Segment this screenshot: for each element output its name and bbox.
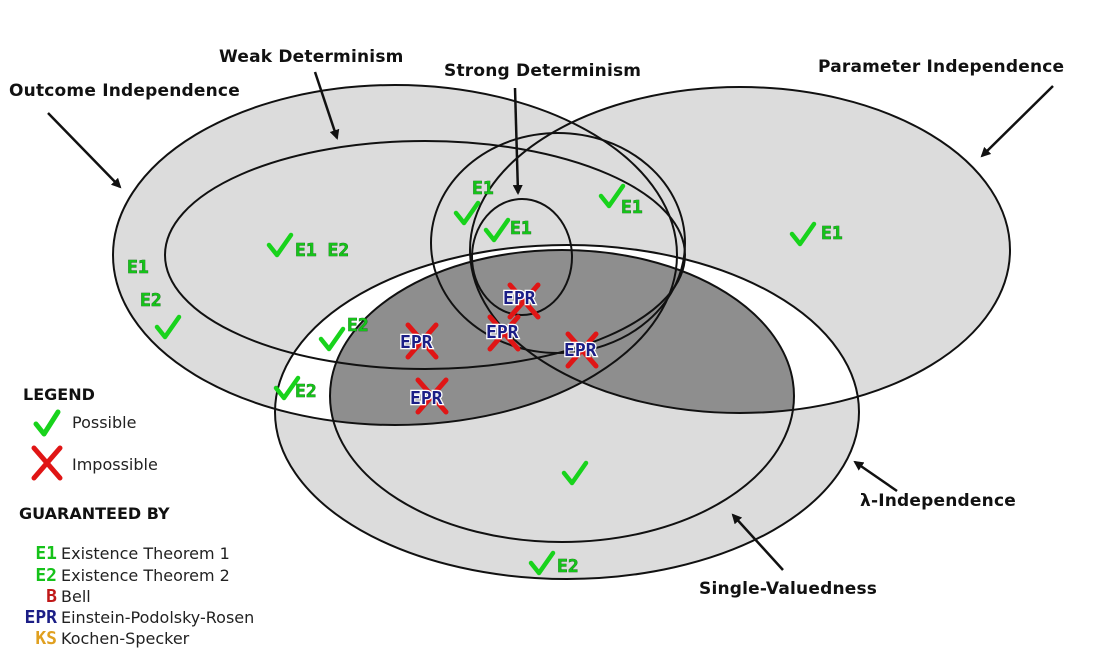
parameter-independence-outline	[469, 86, 1011, 414]
cross-mark-icon	[565, 331, 599, 369]
key-name: Bell	[61, 587, 91, 606]
legend-possible-label: Possible	[72, 413, 136, 432]
possible-marks	[154, 183, 817, 576]
key-name: Einstein-Podolsky-Rosen	[61, 608, 254, 627]
arrow-icon	[313, 71, 340, 140]
tag-e1: E1	[510, 218, 532, 239]
label-lambda-independence: λ-Independence	[860, 491, 1016, 511]
legend-impossible-label: Impossible	[72, 455, 158, 474]
check-mark-icon	[483, 217, 511, 243]
tag-e1-e2: E1 E2	[295, 240, 349, 261]
key-name: Existence Theorem 1	[61, 544, 230, 563]
outcome-independence-outline	[112, 84, 678, 426]
impossible-marks	[405, 282, 599, 415]
tag-e1: E1	[821, 223, 843, 244]
arrow-icon	[731, 513, 784, 571]
label-parameter-independence: Parameter Independence	[818, 57, 1064, 77]
impossible-fill-pi	[470, 250, 794, 413]
tag-e1: E1	[127, 257, 149, 278]
strong-determinism-outline	[471, 198, 573, 316]
arrow-icon	[980, 85, 1054, 158]
green-tags: E1 E2 E1 E2 E1 E1 E1 E1 E2 E2 E2	[127, 178, 843, 578]
guaranteed-by-key: GUARANTEED BY E1 Existence Theorem 1 E2 …	[19, 504, 254, 649]
arrow-icon	[512, 87, 523, 195]
key-name: Existence Theorem 2	[61, 566, 230, 585]
region-outlines	[112, 84, 1011, 580]
check-mark-icon	[33, 409, 61, 437]
tag-epr: EPR	[400, 332, 433, 353]
check-mark-icon	[318, 326, 346, 352]
arrow-icon	[853, 460, 898, 493]
check-mark-icon	[789, 221, 817, 247]
legend: LEGEND Possible Impossible	[23, 385, 158, 481]
tag-e2: E2	[557, 556, 579, 577]
label-outcome-independence: Outcome Independence	[9, 81, 240, 101]
guaranteed-by-title: GUARANTEED BY	[19, 504, 170, 523]
single-valuedness-outline	[329, 249, 795, 543]
check-mark-icon	[528, 550, 556, 576]
key-code: E2	[35, 565, 57, 586]
key-row-ks: KS Kochen-Specker	[35, 628, 189, 649]
tag-epr: EPR	[503, 288, 536, 309]
tag-e1: E1	[621, 197, 643, 218]
key-code: B	[46, 586, 57, 607]
tag-epr: EPR	[486, 322, 519, 343]
check-mark-icon	[598, 183, 626, 209]
tag-e2: E2	[140, 290, 162, 311]
pointer-arrows	[47, 71, 1054, 571]
key-row-e2: E2 Existence Theorem 2	[35, 565, 230, 586]
tag-e2: E2	[295, 381, 317, 402]
legend-title: LEGEND	[23, 385, 95, 404]
check-mark-icon	[266, 232, 294, 258]
check-mark-icon	[453, 200, 481, 226]
key-row-bell: B Bell	[46, 586, 91, 607]
cross-mark-icon	[31, 445, 63, 481]
cross-mark-icon	[405, 322, 439, 360]
region-captions: Outcome Independence Weak Determinism St…	[9, 47, 1064, 599]
strong-outer-outline	[430, 132, 686, 354]
cross-mark-icon	[415, 377, 449, 415]
lambda-independence-outline	[274, 244, 860, 580]
cross-mark-icon	[487, 314, 521, 352]
label-weak-determinism: Weak Determinism	[219, 47, 404, 67]
key-code: EPR	[24, 607, 57, 628]
key-row-e1: E1 Existence Theorem 1	[35, 543, 230, 564]
key-code: KS	[35, 628, 57, 649]
epr-tags: EPR EPR EPR EPR EPR	[399, 287, 598, 411]
tag-e2: E2	[347, 315, 369, 336]
tag-epr: EPR	[564, 340, 597, 361]
key-code: E1	[35, 543, 57, 564]
check-mark-icon	[561, 460, 589, 486]
tag-e1: E1	[472, 178, 494, 199]
label-single-valuedness: Single-Valuedness	[699, 579, 877, 599]
cross-mark-icon	[507, 282, 541, 320]
check-mark-icon	[273, 375, 301, 401]
check-mark-icon	[154, 314, 182, 340]
key-row-epr: EPR Einstein-Podolsky-Rosen	[24, 607, 254, 628]
label-strong-determinism: Strong Determinism	[444, 61, 641, 81]
tag-epr: EPR	[410, 388, 443, 409]
key-name: Kochen-Specker	[61, 629, 190, 648]
arrow-icon	[47, 112, 122, 189]
